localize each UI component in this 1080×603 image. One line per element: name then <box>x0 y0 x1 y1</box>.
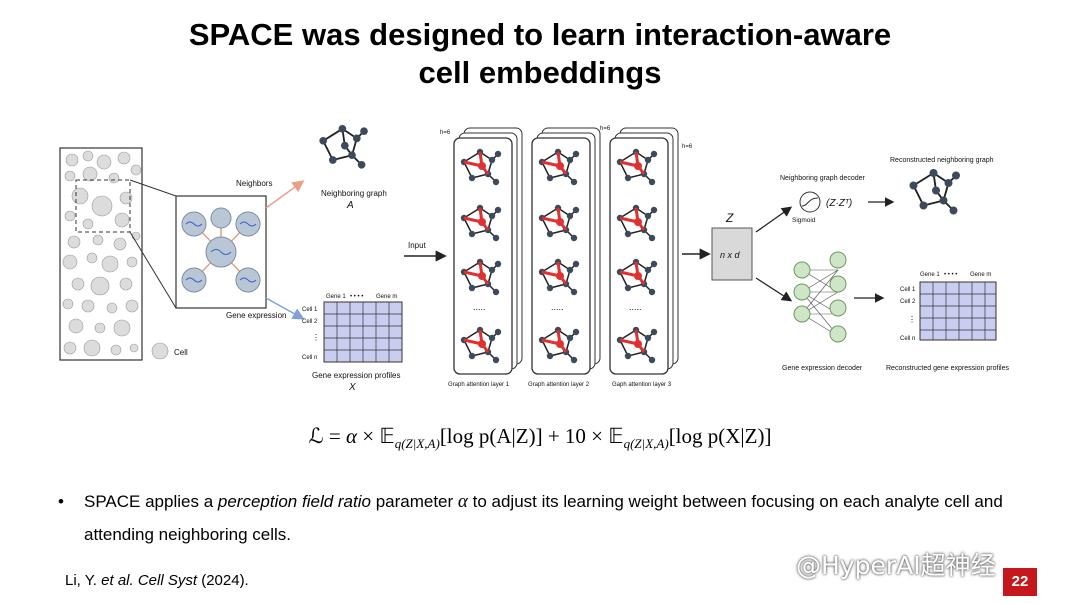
layer1-dots: ..... <box>473 302 486 312</box>
zzt-label: (Z·Zᵀ) <box>826 198 852 209</box>
neighboring-graph-A <box>318 124 369 170</box>
tissue-section: Cell <box>59 147 188 361</box>
citation-year: (2024). <box>197 572 249 589</box>
ng-decoder-label: Neighboring graph decoder <box>780 175 866 182</box>
neighboring-graph-label: Neighboring graph <box>321 189 387 198</box>
sigmoid-icon <box>799 191 821 213</box>
bullet-point: • SPACE applies a perception field ratio… <box>58 485 1023 551</box>
loss-symbol: ℒ <box>308 424 324 448</box>
matrix-left-cell1: Cell 1 <box>302 307 318 313</box>
page-number: 22 <box>1003 568 1037 596</box>
layer3-dots: ..... <box>629 302 642 312</box>
graph-attention-layer-2: ..... <box>531 127 601 375</box>
formula-term-1: [log p(A|Z)] + 10 × <box>439 424 609 448</box>
latent-embedding-Z: Z n x d <box>711 211 753 281</box>
input-label: Input <box>408 241 427 250</box>
bullet-t1: SPACE applies a <box>84 492 218 511</box>
matrix-left-gene-dots: • • • • <box>350 294 363 300</box>
matrix-left-vdots: ⋮ <box>312 333 320 342</box>
matrix-left-gene1: Gene 1 <box>326 294 346 300</box>
formula-expectation-2: 𝔼 <box>608 424 624 448</box>
label-X: X <box>348 382 356 393</box>
neighbors-label: Neighbors <box>236 179 272 188</box>
formula-sub-1: q(Z|X,A) <box>394 436 440 451</box>
title-line-2: cell embeddings <box>418 55 662 90</box>
matrix-left-celln: Cell n <box>302 355 317 361</box>
loss-formula: ℒ = α × 𝔼q(Z|X,A)[log p(A|Z)] + 10 × 𝔼q(… <box>0 424 1080 452</box>
space-architecture-diagram: Cell Neighbors Gene expression Neighbori… <box>59 124 1009 393</box>
h-label-2: h=6 <box>600 126 611 132</box>
gene-expression-decoder-network <box>793 251 847 343</box>
matrix-right-cell2: Cell 2 <box>900 299 916 305</box>
zoomed-neighborhood <box>175 195 267 309</box>
slide-title: SPACE was designed to learn interaction-… <box>0 16 1080 92</box>
recon-profiles-label: Reconstructed gene expression profiles <box>886 365 1009 372</box>
gene-expression-profiles-label: Gene expression profiles <box>312 371 401 380</box>
gene-expression-label: Gene expression <box>226 311 286 320</box>
graph-attention-layer-1: ..... <box>453 127 523 375</box>
formula-term-2: [log p(X|Z)] <box>668 424 772 448</box>
label-Z: Z <box>725 211 734 225</box>
bullet-t2: parameter <box>370 492 458 511</box>
bullet-text: SPACE applies a perception field ratio p… <box>84 485 1023 551</box>
gal2-label: Graph attention layer 2 <box>528 382 590 388</box>
layer2-dots: ..... <box>551 302 564 312</box>
matrix-right-cell1: Cell 1 <box>900 287 916 293</box>
formula-alpha: α <box>346 424 358 448</box>
sigmoid-label: Sigmoid <box>792 217 816 224</box>
matrix-right-celln: Cell n <box>900 336 915 342</box>
formula-expectation-1: 𝔼 <box>379 424 395 448</box>
gal3-label: Gaph attention layer 3 <box>612 382 672 388</box>
matrix-right-gene1: Gene 1 <box>920 272 940 278</box>
h-label-1: h=6 <box>440 130 451 136</box>
formula-times: × <box>357 424 380 448</box>
watermark: @HyperAI超神经 <box>796 551 996 580</box>
gal1-label: Graph attention layer 1 <box>448 382 510 388</box>
label-nxd: n x d <box>720 250 741 260</box>
recon-graph-label: Reconstructed neighboring graph <box>890 157 994 164</box>
bullet-dot: • <box>58 492 64 511</box>
matrix-left-cell2: Cell 2 <box>302 319 318 325</box>
formula-eq: = <box>323 424 347 448</box>
label-A: A <box>346 200 354 211</box>
reconstructed-neighboring-graph <box>908 168 961 216</box>
matrix-right-gene-dots: • • • • <box>944 272 957 278</box>
ge-decoder-label: Gene expression decoder <box>782 365 863 372</box>
formula-sub-2: q(Z|X,A) <box>623 436 669 451</box>
citation-author: Li, Y. <box>65 572 102 589</box>
matrix-right-genem: Gene m <box>970 272 991 278</box>
gene-expression-matrix-X: Gene 1 • • • • Gene m Cell 1 Cell 2 ⋮ Ce… <box>302 294 403 363</box>
cell-legend-label: Cell <box>174 348 188 357</box>
citation-journal: et al. Cell Syst <box>101 572 198 589</box>
citation: Li, Y. et al. Cell Syst (2024). <box>65 572 249 589</box>
bullet-t3: to adjust its learning weight between fo… <box>84 492 1003 544</box>
matrix-right-vdots: ⋮ <box>908 315 916 324</box>
title-line-1: SPACE was designed to learn interaction-… <box>188 17 892 52</box>
graph-attention-layer-3: ..... <box>609 127 679 375</box>
bullet-alpha: α <box>457 491 468 512</box>
bullet-emphasis: perception field ratio <box>217 492 371 511</box>
matrix-left-genem: Gene m <box>376 294 397 300</box>
reconstructed-gene-expression-matrix: Gene 1 • • • • Gene m Cell 1 Cell 2 ⋮ Ce… <box>900 272 997 342</box>
h-label-3: h=6 <box>682 144 693 150</box>
